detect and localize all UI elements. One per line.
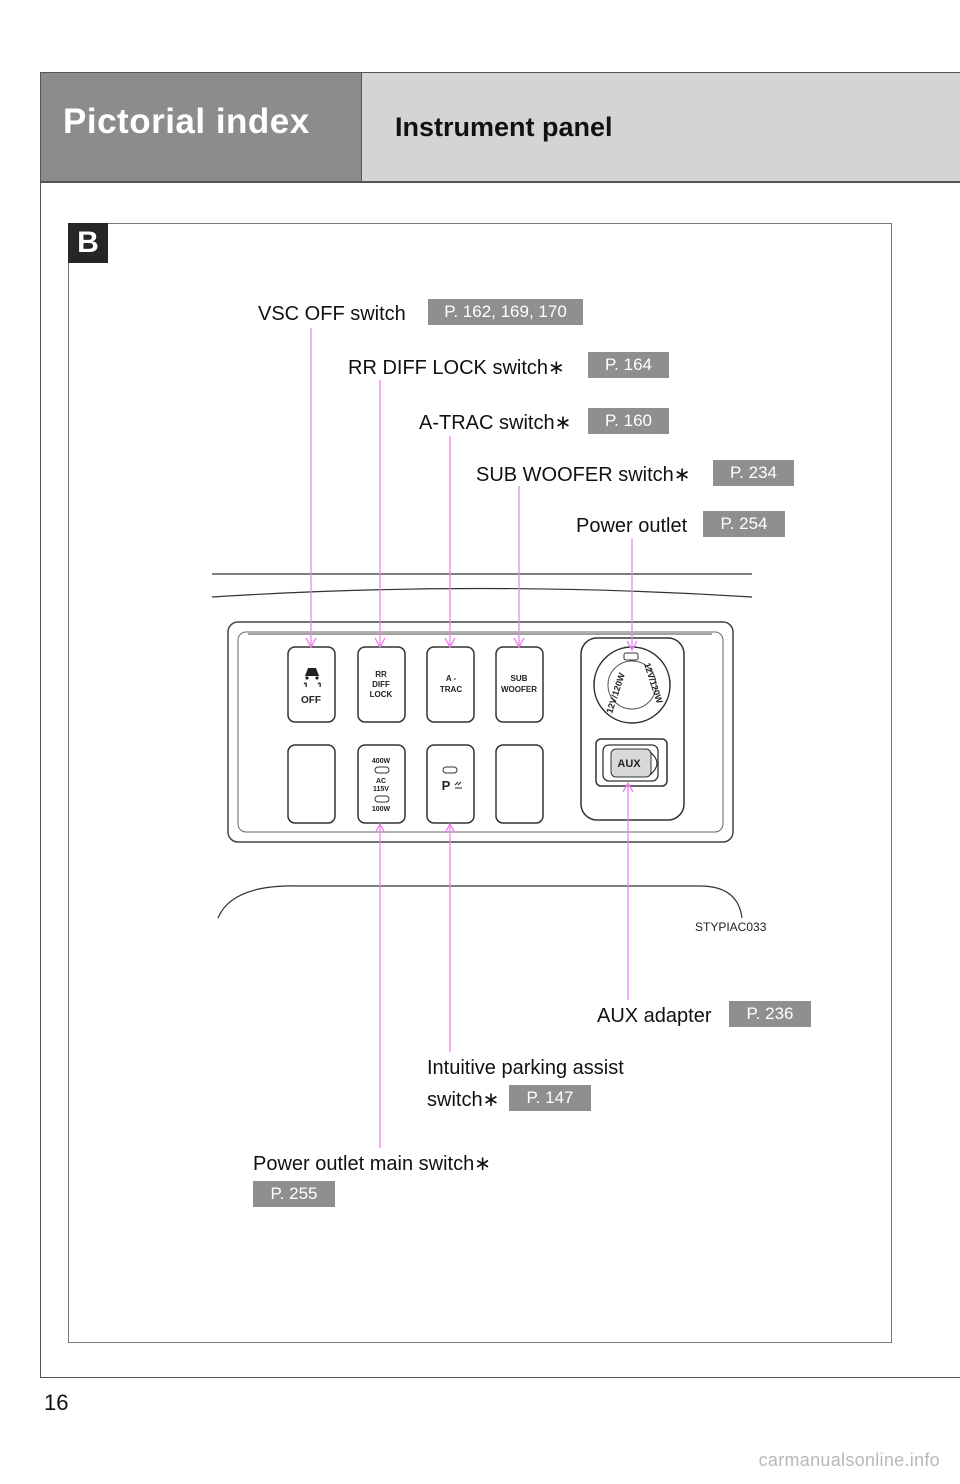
page-subtitle: Instrument panel bbox=[395, 112, 613, 142]
callout-power-main-label: Power outlet main switch∗ bbox=[253, 1153, 491, 1175]
atrac-line2: TRAC bbox=[440, 685, 462, 694]
blank-switch-left bbox=[287, 744, 336, 824]
parking-assist-switch bbox=[426, 744, 475, 824]
diagram-badge: B bbox=[68, 223, 108, 263]
sub-woofer-line1: SUB bbox=[511, 674, 528, 683]
callout-vsc-off-label: VSC OFF switch bbox=[258, 303, 406, 325]
callout-aux-ref[interactable]: P. 236 bbox=[729, 1001, 811, 1027]
callout-power-main-ref[interactable]: P. 255 bbox=[253, 1181, 335, 1207]
callout-atrac-ref[interactable]: P. 160 bbox=[588, 408, 669, 434]
rr-diff-line3: LOCK bbox=[370, 690, 393, 699]
leader-lines bbox=[305, 328, 638, 1148]
callout-power-outlet-label: Power outlet bbox=[576, 515, 688, 537]
blank-switch-right bbox=[495, 744, 544, 824]
callout-rr-diff-ref[interactable]: P. 164 bbox=[588, 352, 669, 378]
callout-sub-woofer-label: SUB WOOFER switch∗ bbox=[476, 464, 691, 486]
callout-vsc-off-ref[interactable]: P. 162, 169, 170 bbox=[428, 299, 583, 325]
rr-diff-line2: DIFF bbox=[372, 680, 390, 689]
dashboard-outline bbox=[217, 885, 743, 919]
sub-woofer-line2: WOOFER bbox=[501, 685, 537, 694]
vsc-off-switch bbox=[287, 646, 336, 723]
image-code: STYPIAC033 bbox=[695, 920, 767, 934]
callout-parking-label-line1: Intuitive parking assist bbox=[427, 1057, 624, 1079]
vsc-skid-icon bbox=[303, 668, 321, 688]
section-title: Pictorial index bbox=[63, 102, 310, 141]
atrac-line1: A - bbox=[446, 674, 457, 683]
parking-sensor-icon bbox=[454, 781, 462, 789]
power-main-100w: 100W bbox=[372, 806, 391, 813]
rr-diff-lock-switch bbox=[357, 646, 406, 723]
diagram-frame bbox=[68, 223, 892, 1343]
rr-diff-line1: RR bbox=[375, 670, 387, 679]
vsc-off-text: OFF bbox=[301, 695, 321, 706]
power-main-400w: 400W bbox=[372, 758, 391, 765]
watermark: carmanualsonline.info bbox=[758, 1450, 940, 1470]
callout-rr-diff-label: RR DIFF LOCK switch∗ bbox=[348, 357, 565, 379]
page-frame bbox=[40, 72, 960, 1378]
power-main-ac: AC bbox=[376, 778, 386, 785]
header-section-tab bbox=[41, 73, 362, 181]
callout-atrac-label: A-TRAC switch∗ bbox=[419, 412, 572, 434]
callout-parking-label-line2: switch∗ bbox=[427, 1089, 500, 1111]
callout-sub-woofer-ref[interactable]: P. 234 bbox=[713, 460, 794, 486]
power-main-115v: 115V bbox=[373, 786, 389, 793]
aux-text: AUX bbox=[617, 758, 641, 770]
callout-parking-ref[interactable]: P. 147 bbox=[509, 1085, 591, 1111]
parking-p-text: P bbox=[442, 778, 451, 793]
power-outlet-main-switch bbox=[357, 744, 406, 824]
header-divider bbox=[41, 181, 960, 183]
callout-aux-label: AUX adapter bbox=[597, 1005, 712, 1027]
page-number: 16 bbox=[44, 1390, 69, 1415]
header-subtitle-band bbox=[362, 73, 960, 181]
callout-power-outlet-ref[interactable]: P. 254 bbox=[703, 511, 785, 537]
